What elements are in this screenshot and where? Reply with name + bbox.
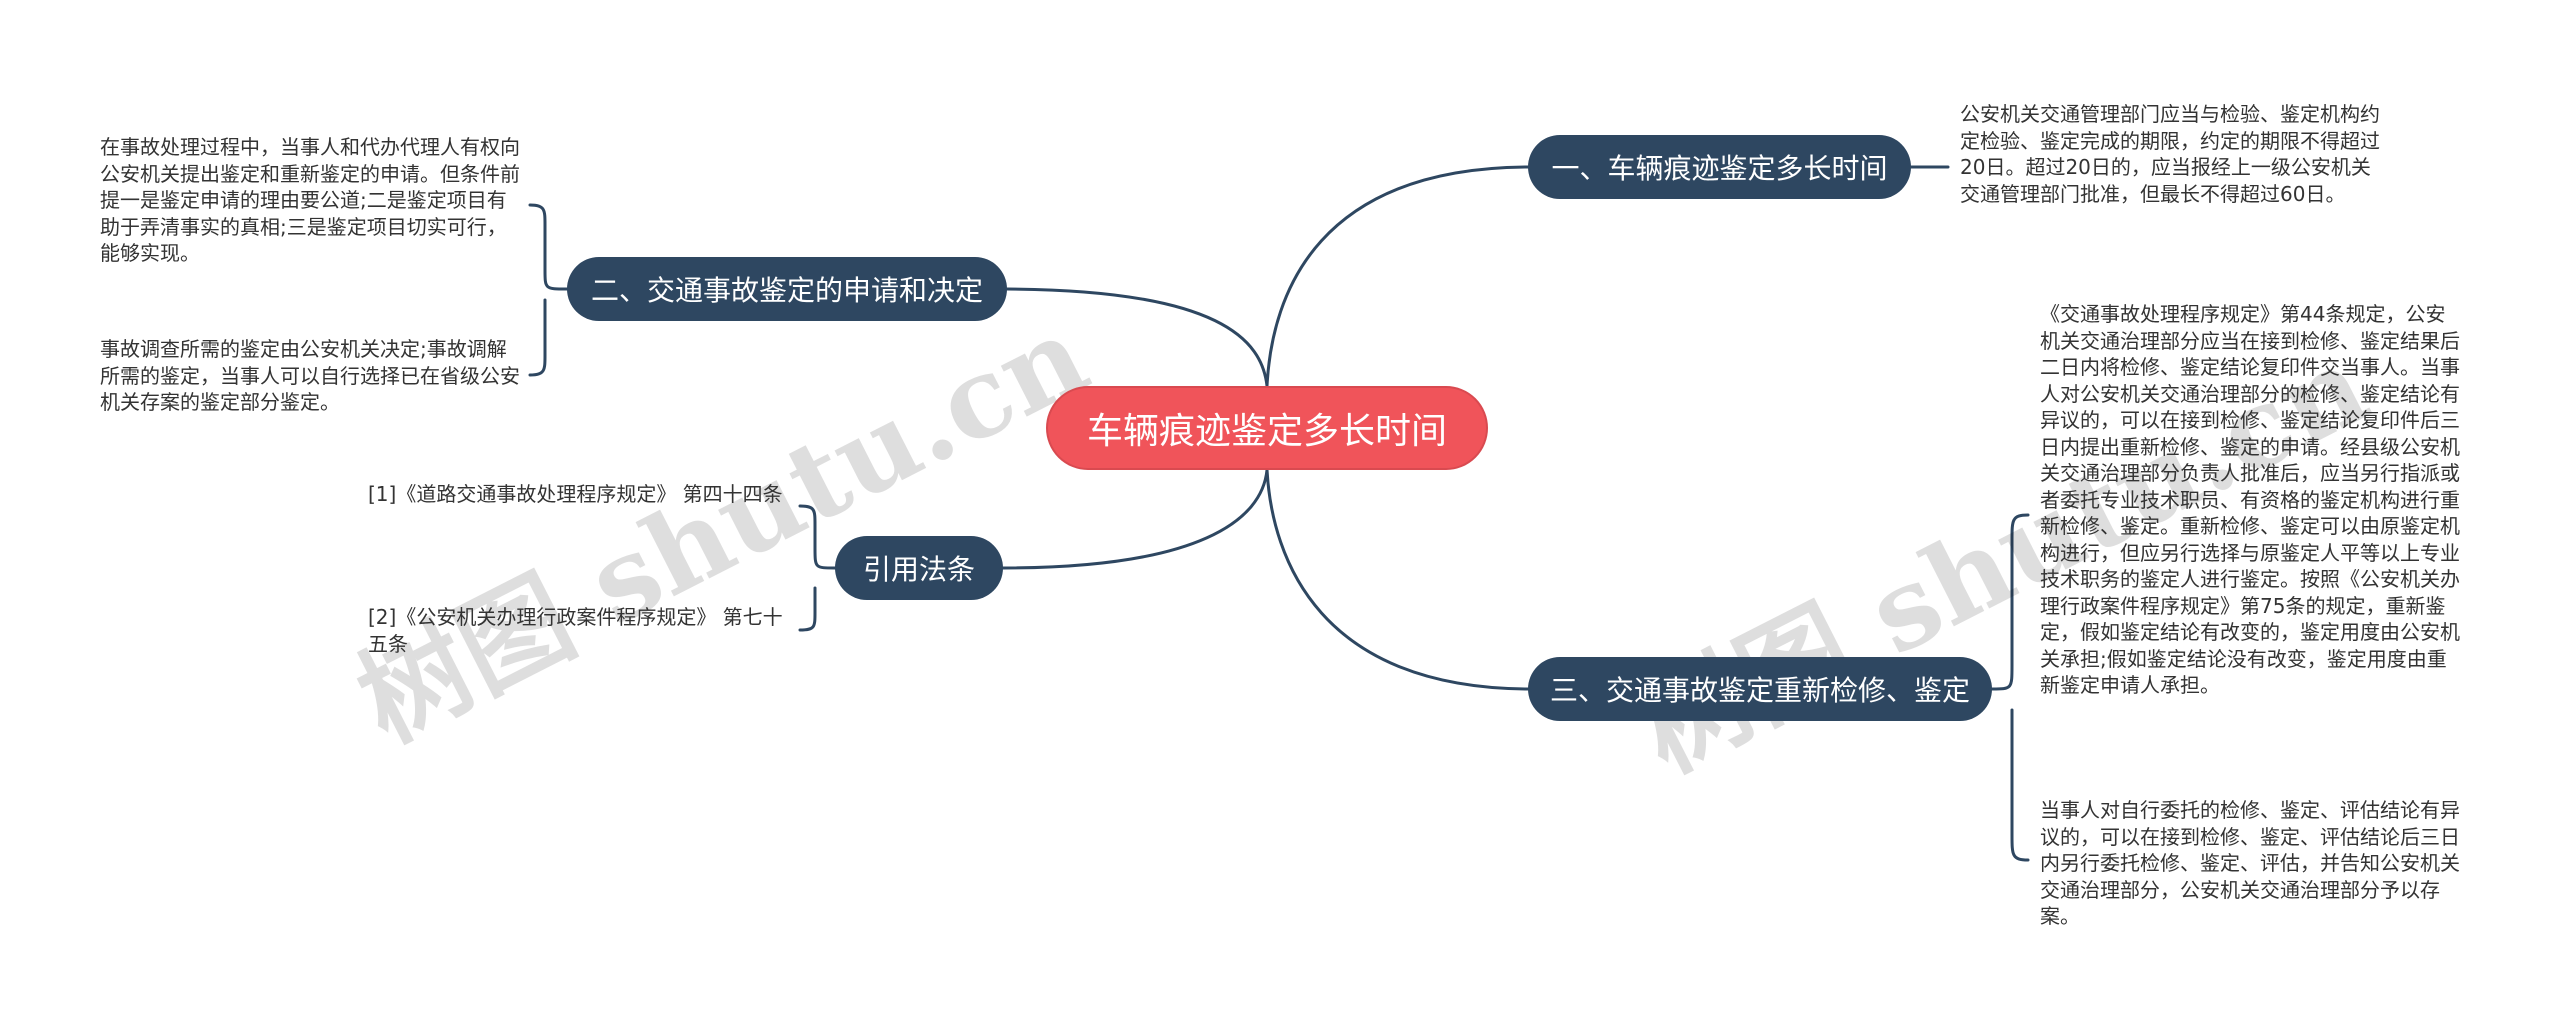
central-topic[interactable]: 车辆痕迹鉴定多长时间 [1046, 386, 1488, 470]
leaf-text: 当事人对自行委托的检修、鉴定、评估结论有异议的，可以在接到检修、鉴定、评估结论后… [2040, 798, 2460, 928]
link-branch4-bracket [798, 504, 837, 632]
link-branch2-bracket [528, 203, 569, 377]
link-center-branch2 [1005, 287, 1269, 388]
leaf-text: 公安机关交通管理部门应当与检验、鉴定机构约定检验、鉴定完成的期限，约定的期限不得… [1960, 102, 2380, 206]
branch-1[interactable]: 一、车辆痕迹鉴定多长时间 [1528, 135, 1911, 199]
leaf-text: [2]《公安机关办理行政案件程序规定》 第七十五条 [368, 605, 783, 656]
branch-4[interactable]: 引用法条 [835, 536, 1003, 600]
link-center-branch4 [1001, 468, 1269, 570]
leaf-text: 事故调查所需的鉴定由公安机关决定;事故调解所需的鉴定，当事人可以自行选择已在省级… [100, 337, 520, 414]
link-center-branch3 [1265, 468, 1530, 691]
branch-3[interactable]: 三、交通事故鉴定重新检修、鉴定 [1528, 657, 1992, 721]
link-center-branch1 [1265, 165, 1530, 388]
branch-2[interactable]: 二、交通事故鉴定的申请和决定 [567, 257, 1007, 321]
leaf-text: 在事故处理过程中，当事人和代办代理人有权向公安机关提出鉴定和重新鉴定的申请。但条… [100, 135, 520, 265]
link-branch3-bracket [1990, 513, 2030, 862]
leaf-text: [1]《道路交通事故处理程序规定》 第四十四条 [368, 482, 783, 506]
leaf-text: 《交通事故处理程序规定》第44条规定，公安机关交通治理部分应当在接到检修、鉴定结… [2040, 302, 2460, 697]
